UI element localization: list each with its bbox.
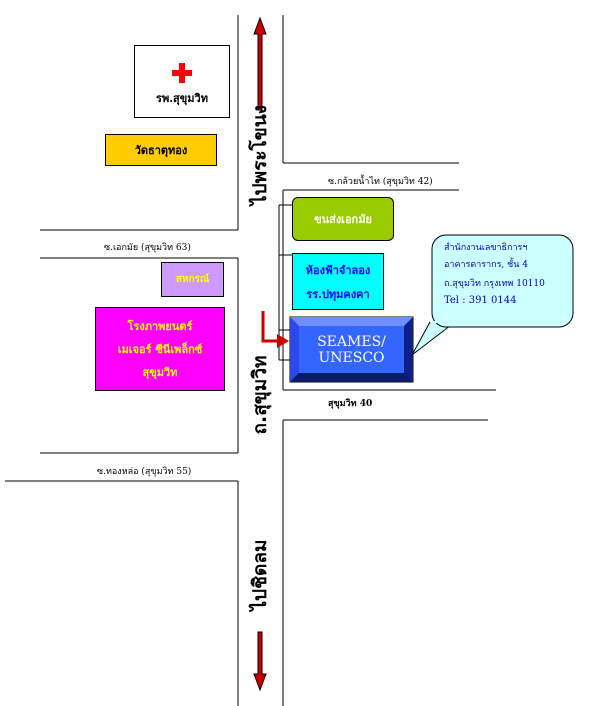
- hospital-cross-icon: [172, 62, 192, 83]
- seameo-label-box: SEAMES/ UNESCO: [299, 326, 404, 373]
- soi-63-label: ซ.เอกมัย (สุขุมวิท 63): [104, 243, 191, 253]
- temple-label: วัดธาตุทอง: [134, 144, 188, 157]
- callout-line-3: ถ.สุขุมวิท กรุงเทพ 10110: [444, 279, 545, 289]
- entrance-arrow-head: [277, 334, 289, 348]
- callout-line-2: อาคารดารากร, ชั้น 4: [444, 260, 529, 270]
- callout-line-1: สำนักงานเลขาธิการฯ: [444, 243, 528, 253]
- cinema-box: โรงภาพยนตร์ เมเจอร์ ซีนีเพล็กซ์ สุขุมวิท: [95, 307, 225, 391]
- planetarium-label-2: รร.ปทุมคงคา: [306, 287, 370, 301]
- hospital-label: รพ.สุขุมวิท: [156, 91, 208, 105]
- callout-text: สำนักงานเลขาธิการฯ อาคารดารากร, ชั้น 4 ถ…: [444, 242, 569, 307]
- soi-40-label: สุขุมวิท 40: [328, 399, 373, 409]
- arrow-down-icon: [253, 631, 267, 692]
- hospital-box: รพ.สุขุมวิท: [134, 45, 230, 118]
- cinema-label-2: เมเจอร์ ซีนีเพล็กซ์: [117, 343, 203, 356]
- seameo-label-2: UNESCO: [318, 349, 385, 366]
- seameo-building-shape: [289, 316, 414, 383]
- planetarium-label-1: ห้องฟ้าจำลอง: [305, 263, 371, 277]
- seameo-label-1: SEAMES/: [317, 333, 386, 350]
- callout-bubble: [431, 234, 574, 328]
- bus-terminal-box: ขนส่งเอกมัย: [292, 197, 394, 241]
- soi-55-label: ซ.ทองหล่อ (สุขุมวิท 55): [97, 467, 192, 477]
- entrance-arrow-icon: [261, 311, 279, 343]
- planetarium-box: ห้องฟ้าจำลอง รร.ปทุมคงคา: [292, 253, 384, 310]
- arrow-up-icon: [253, 16, 267, 111]
- cinema-label-1: โรงภาพยนตร์: [127, 320, 193, 333]
- main-road-label: ถ.สุขุมวิท: [249, 355, 271, 435]
- south-direction-label: ไปชิดลม: [249, 539, 271, 611]
- store-label: สหกรณ์: [175, 274, 210, 285]
- store-box: สหกรณ์: [161, 262, 224, 297]
- temple-box: วัดธาตุทอง: [105, 134, 217, 166]
- soi-42-label: ซ.กล้วยน้ำไท (สุขุมวิท 42): [328, 177, 433, 187]
- bus-terminal-label: ขนส่งเอกมัย: [314, 213, 372, 226]
- north-direction-label: ไปพระโขนง: [249, 104, 271, 205]
- cinema-label-3: สุขุมวิท: [142, 366, 178, 379]
- callout-line-4: Tel : 391 0144: [444, 295, 517, 306]
